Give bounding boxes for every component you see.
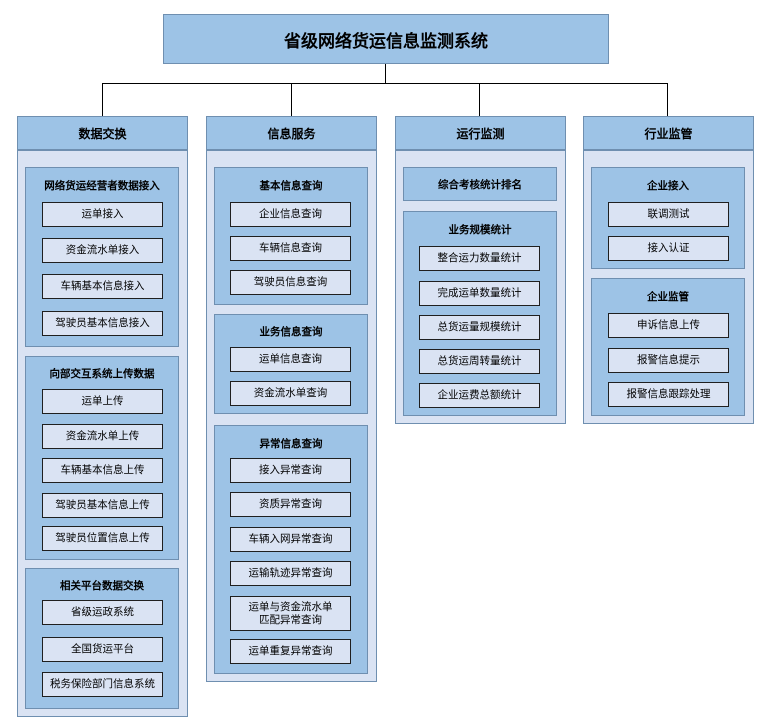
group-title: 业务规模统计	[448, 224, 512, 236]
connector-col-2	[291, 83, 292, 116]
item-freight-volume-stats: 总货运量规模统计	[419, 315, 540, 340]
item-waybill-access: 运单接入	[42, 202, 163, 227]
item-turnover-stats: 总货运周转量统计	[419, 349, 540, 374]
group-title: 网络货运经营者数据接入	[44, 180, 160, 192]
item-complaint-upload: 申诉信息上传	[608, 313, 729, 338]
group-title: 基本信息查询	[259, 180, 323, 192]
item-driver-location-upload: 驾驶员位置信息上传	[42, 526, 163, 551]
item-vehicle-info-query: 车辆信息查询	[230, 236, 351, 261]
item-driver-info-upload: 驾驶员基本信息上传	[42, 493, 163, 518]
connector-col-4	[667, 83, 668, 116]
item-access-anomaly-query: 接入异常查询	[230, 458, 351, 483]
item-joint-debug-test: 联调测试	[608, 202, 729, 227]
item-alarm-prompt: 报警信息提示	[608, 348, 729, 373]
connector-col-1	[102, 83, 103, 116]
item-waybill-fund-match-anomaly-query: 运单与资金流水单 匹配异常查询	[230, 596, 351, 631]
column-label: 运行监测	[456, 126, 505, 141]
item-tax-insurance-system: 税务保险部门信息系统	[42, 672, 163, 697]
group-title: 企业接入	[647, 180, 689, 192]
group-business-scale-stats: 业务规模统计	[403, 211, 557, 416]
column-header-info-service: 信息服务	[206, 116, 377, 150]
box-comprehensive-ranking: 综合考核统计排名	[403, 167, 557, 201]
item-waybill-upload: 运单上传	[42, 389, 163, 414]
item-waybill-info-query: 运单信息查询	[230, 347, 351, 372]
item-provincial-transport-system: 省级运政系统	[42, 600, 163, 625]
item-access-certification: 接入认证	[608, 236, 729, 261]
system-title-box: 省级网络货运信息监测系统	[163, 14, 609, 64]
item-vehicle-info-upload: 车辆基本信息上传	[42, 458, 163, 483]
group-title: 异常信息查询	[259, 438, 323, 450]
connector-col-3	[479, 83, 480, 116]
item-fund-flow-access: 资金流水单接入	[42, 238, 163, 263]
box-label: 综合考核统计排名	[438, 178, 522, 191]
column-header-data-exchange: 数据交换	[17, 116, 188, 150]
item-waybill-duplicate-anomaly-query: 运单重复异常查询	[230, 639, 351, 664]
item-vehicle-info-access: 车辆基本信息接入	[42, 274, 163, 299]
item-driver-info-query: 驾驶员信息查询	[230, 270, 351, 295]
column-label: 信息服务	[267, 126, 316, 141]
column-label: 行业监管	[644, 126, 693, 141]
connector-trunk	[385, 64, 386, 83]
item-freight-fee-stats: 企业运费总额统计	[419, 383, 540, 408]
item-vehicle-network-anomaly-query: 车辆入网异常查询	[230, 527, 351, 552]
item-company-info-query: 企业信息查询	[230, 202, 351, 227]
item-fund-flow-upload: 资金流水单上传	[42, 424, 163, 449]
item-driver-info-access: 驾驶员基本信息接入	[42, 311, 163, 336]
item-capacity-stats: 整合运力数量统计	[419, 246, 540, 271]
connector-bus	[102, 83, 668, 84]
item-qualification-anomaly-query: 资质异常查询	[230, 492, 351, 517]
group-title: 业务信息查询	[259, 326, 323, 338]
item-national-freight-platform: 全国货运平台	[42, 637, 163, 662]
column-label: 数据交换	[78, 126, 127, 141]
item-alarm-tracking: 报警信息跟踪处理	[608, 382, 729, 407]
group-title: 向部交互系统上传数据	[49, 368, 155, 380]
item-waybill-count-stats: 完成运单数量统计	[419, 281, 540, 306]
item-track-anomaly-query: 运输轨迹异常查询	[230, 561, 351, 586]
system-title: 省级网络货运信息监测系统	[284, 31, 488, 52]
column-header-industry-regulation: 行业监管	[583, 116, 754, 150]
group-title: 相关平台数据交换	[60, 580, 144, 592]
column-header-operation-monitoring: 运行监测	[395, 116, 566, 150]
group-title: 企业监管	[647, 291, 689, 303]
item-fund-flow-query: 资金流水单查询	[230, 381, 351, 406]
